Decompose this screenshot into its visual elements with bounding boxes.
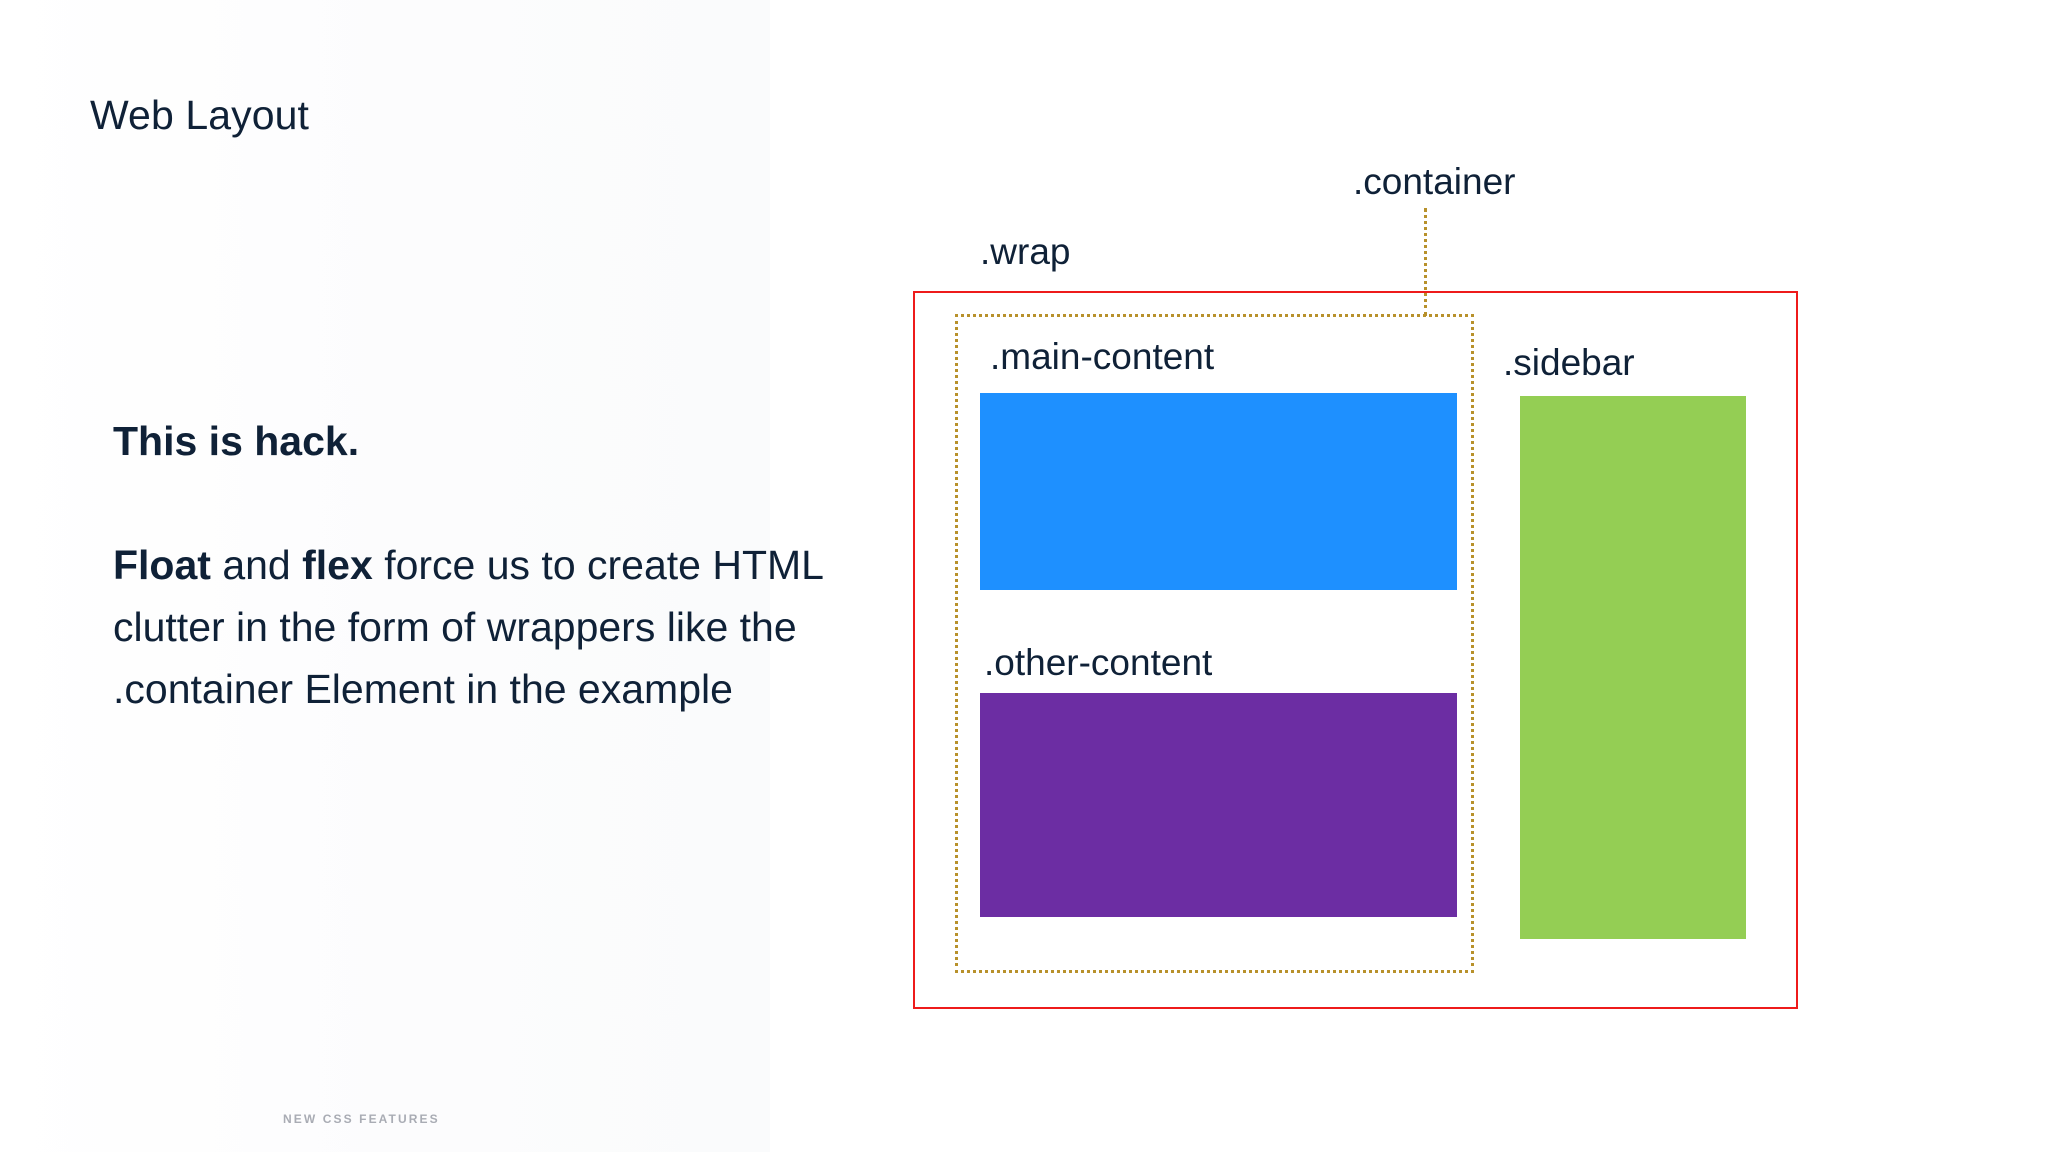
page-title: Web Layout [90, 92, 310, 138]
main-content-block [980, 393, 1457, 590]
paragraph-remainder: force us to create HTML clutter in the f… [113, 542, 823, 712]
paragraph-conjunction: and [210, 542, 303, 588]
label-sidebar: .sidebar [1503, 342, 1635, 383]
label-wrap: .wrap [980, 231, 1071, 272]
label-main-content: .main-content [990, 336, 1215, 377]
sidebar-block [1520, 396, 1746, 939]
keyword-flex: flex [302, 542, 373, 588]
wrap-box [913, 291, 1798, 1009]
container-box [955, 314, 1474, 973]
keyword-float: Float [113, 542, 211, 588]
body-copy: This is hack. Float and flex force us to… [113, 410, 873, 720]
label-other-content: .other-content [984, 642, 1213, 683]
label-container: .container [1353, 161, 1516, 202]
lead-statement: This is hack. [113, 418, 360, 464]
other-content-block [980, 693, 1457, 917]
explanation-paragraph: Float and flex force us to create HTML c… [113, 534, 863, 720]
footer-label: NEW CSS FEATURES [283, 1112, 440, 1126]
